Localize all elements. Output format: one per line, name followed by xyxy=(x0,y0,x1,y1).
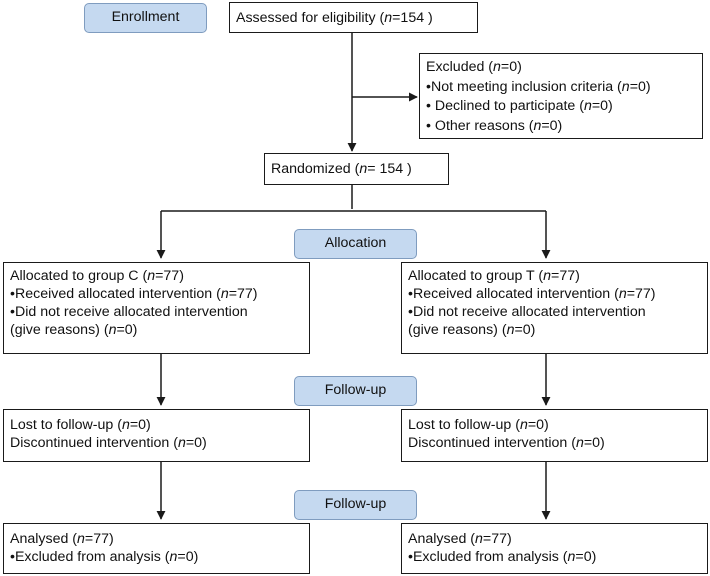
excluded-box: Excluded (n=0) •Not meeting inclusion cr… xyxy=(419,53,703,139)
stage-allocation: Allocation xyxy=(294,229,417,259)
group-t-analysed-box: Analysed (n=77) •Excluded from analysis … xyxy=(401,523,708,574)
assessed-box: Assessed for eligibility (n=154 ) xyxy=(229,2,478,33)
group-t-not-received: •Did not receive allocated intervention xyxy=(408,304,646,320)
excluded-item: •Not meeting inclusion criteria (n=0) xyxy=(426,78,651,95)
group-c-not-received-reasons: (give reasons) (n=0) xyxy=(10,322,138,338)
group-t-discontinued: Discontinued intervention (n=0) xyxy=(408,435,605,451)
excluded-title: Excluded (n=0) xyxy=(426,59,522,75)
group-t-followup-box: Lost to follow-up (n=0) Discontinued int… xyxy=(401,409,708,462)
group-t-analysed: Analysed (n=77) xyxy=(408,531,512,547)
group-c-lost: Lost to follow-up (n=0) xyxy=(10,417,151,433)
group-t-not-received-reasons: (give reasons) (n=0) xyxy=(408,322,536,338)
stage-followup-1: Follow-up xyxy=(294,376,417,406)
group-t-lost: Lost to follow-up (n=0) xyxy=(408,417,549,433)
stage-enrollment: Enrollment xyxy=(84,3,207,33)
group-t-allocation-box: Allocated to group T (n=77) •Received al… xyxy=(401,262,708,354)
group-c-excluded-analysis: •Excluded from analysis (n=0) xyxy=(10,549,199,565)
excluded-item: • Other reasons (n=0) xyxy=(426,117,563,134)
randomized-box: Randomized (n= 154 ) xyxy=(264,153,449,185)
group-c-not-received: •Did not receive allocated intervention xyxy=(10,304,248,320)
group-c-analysed-box: Analysed (n=77) •Excluded from analysis … xyxy=(3,523,310,574)
group-c-discontinued: Discontinued intervention (n=0) xyxy=(10,435,207,451)
group-c-analysed: Analysed (n=77) xyxy=(10,531,114,547)
assessed-text: Assessed for eligibility (n=154 ) xyxy=(236,10,433,26)
group-t-allocated: Allocated to group T (n=77) xyxy=(408,268,580,284)
excluded-item: • Declined to participate (n=0) xyxy=(426,98,613,114)
randomized-text: Randomized (n= 154 ) xyxy=(271,161,412,177)
group-c-received: •Received allocated intervention (n=77) xyxy=(10,286,258,302)
group-c-allocation-box: Allocated to group C (n=77) •Received al… xyxy=(3,262,310,354)
group-c-allocated: Allocated to group C (n=77) xyxy=(10,268,184,284)
stage-followup-2: Follow-up xyxy=(294,490,417,520)
group-t-received: •Received allocated intervention (n=77) xyxy=(408,286,656,302)
group-t-excluded-analysis: •Excluded from analysis (n=0) xyxy=(408,549,597,565)
group-c-followup-box: Lost to follow-up (n=0) Discontinued int… xyxy=(3,409,310,462)
